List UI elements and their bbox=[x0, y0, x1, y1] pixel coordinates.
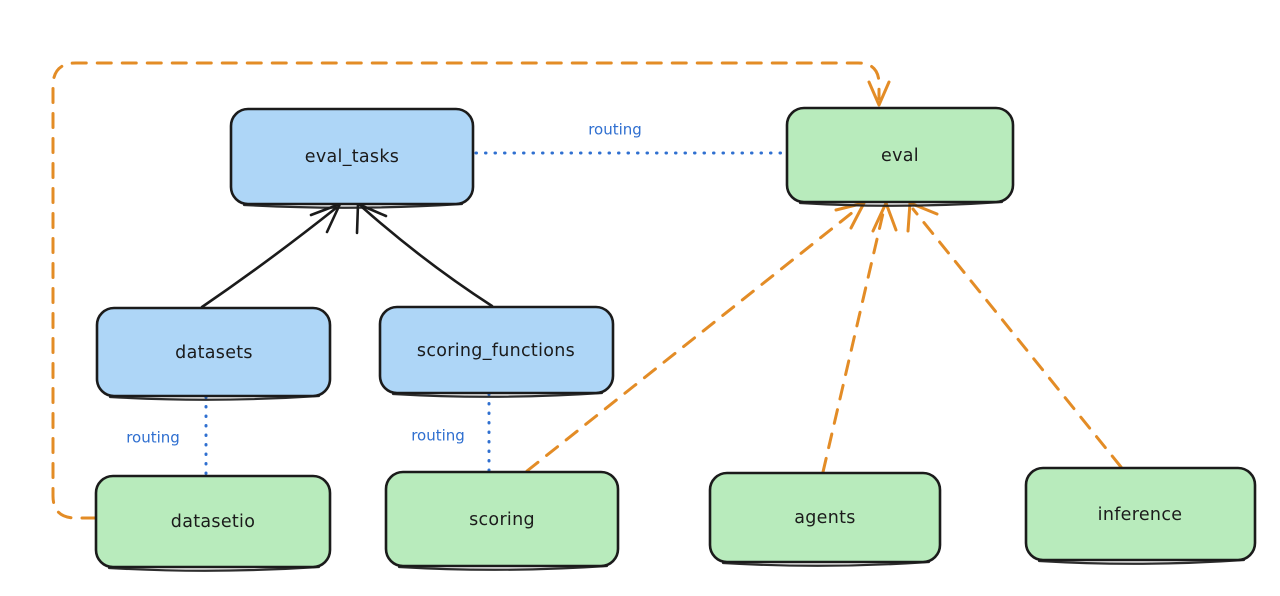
node-datasets-body bbox=[95, 306, 332, 398]
node-datasetio-shadow bbox=[107, 565, 321, 572]
edge-path-datasets-evaltasks bbox=[200, 206, 338, 309]
arrowhead-inference-eval bbox=[906, 201, 939, 233]
edge-label-routing-datasets-datasetio: routing bbox=[126, 429, 180, 447]
node-agents[interactable]: agents bbox=[708, 471, 942, 567]
node-eval-body bbox=[785, 106, 1015, 204]
node-scoring-functions[interactable]: scoring_functions bbox=[378, 305, 615, 398]
node-inference-label: inference bbox=[1098, 505, 1183, 525]
node-eval-tasks[interactable]: eval_tasks bbox=[229, 107, 475, 209]
edge-agents-to-eval[interactable] bbox=[821, 201, 898, 474]
edge-path-scoring-eval bbox=[525, 206, 860, 473]
node-datasetio[interactable]: datasetio bbox=[94, 474, 332, 572]
arrowhead-agents-eval bbox=[871, 201, 898, 233]
nodes-layer: eval_tasks eval datasets scoring_functio… bbox=[94, 106, 1257, 572]
node-datasetio-body bbox=[94, 474, 332, 569]
edge-path-agents-eval bbox=[821, 207, 886, 474]
node-scoring-functions-label: scoring_functions bbox=[417, 341, 575, 361]
node-scoring-label: scoring bbox=[469, 510, 535, 530]
edge-scoringfunctions-to-evaltasks[interactable] bbox=[355, 202, 494, 308]
node-inference-shadow bbox=[1037, 558, 1246, 565]
node-inference[interactable]: inference bbox=[1024, 466, 1257, 565]
node-scoring-functions-shadow bbox=[391, 391, 604, 398]
edge-label-routing-evaltasks-eval: routing bbox=[588, 121, 642, 139]
edge-path-scoringfunctions-evaltasks bbox=[360, 205, 494, 308]
node-agents-body bbox=[708, 471, 942, 564]
node-eval-tasks-label: eval_tasks bbox=[305, 147, 399, 167]
node-datasets-shadow bbox=[108, 394, 321, 401]
edge-inference-to-eval[interactable] bbox=[906, 201, 1123, 469]
node-datasetio-label: datasetio bbox=[171, 512, 255, 532]
node-scoring-body bbox=[384, 470, 620, 568]
node-scoring-shadow bbox=[397, 564, 609, 571]
edge-path-datasetio-eval bbox=[51, 61, 881, 520]
node-scoring-functions-body bbox=[378, 305, 615, 395]
node-eval-tasks-body bbox=[229, 107, 475, 206]
edge-datasets-to-evaltasks[interactable] bbox=[200, 202, 342, 309]
edge-datasetio-to-eval[interactable] bbox=[51, 61, 891, 520]
node-agents-shadow bbox=[721, 560, 931, 567]
edge-labels-layer: routing routing routing bbox=[126, 121, 642, 447]
node-agents-label: agents bbox=[794, 508, 855, 528]
node-eval[interactable]: eval bbox=[785, 106, 1015, 207]
node-scoring[interactable]: scoring bbox=[384, 470, 620, 571]
node-eval-shadow bbox=[798, 200, 1004, 207]
node-datasets[interactable]: datasets bbox=[95, 306, 332, 401]
node-inference-body bbox=[1024, 466, 1257, 562]
node-datasets-label: datasets bbox=[175, 343, 253, 363]
edge-label-routing-scoringfunctions-scoring: routing bbox=[411, 427, 465, 445]
edge-path-inference-eval bbox=[911, 207, 1123, 469]
edges-layer bbox=[51, 61, 1123, 520]
node-eval-label: eval bbox=[881, 146, 919, 166]
node-eval-tasks-shadow bbox=[242, 202, 464, 209]
arrowhead-datasetio-eval bbox=[867, 80, 891, 107]
